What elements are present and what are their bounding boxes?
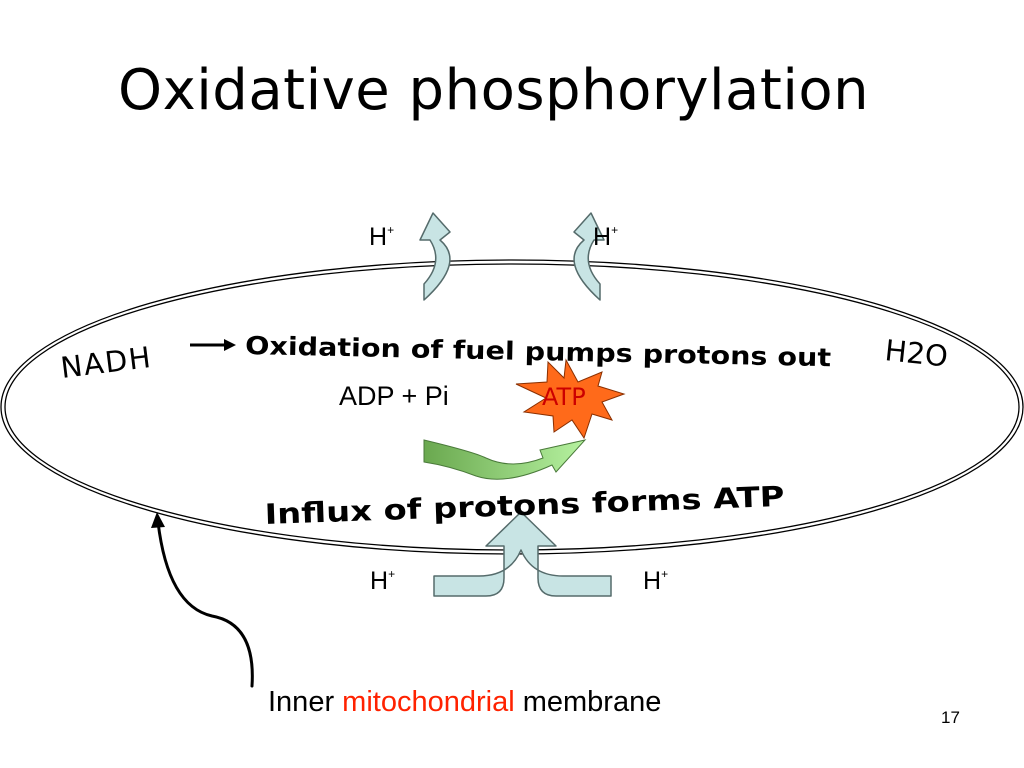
proton-label-top-left: H+ — [369, 223, 394, 251]
page-number: 17 — [941, 708, 960, 727]
adp-pi-label: ADP + Pi — [339, 381, 449, 411]
nadh-label: NADH — [59, 340, 154, 385]
oxidation-text: Oxidation of fuel pumps protons out — [245, 331, 832, 372]
membrane-caption: Inner mitochondrial membrane — [268, 686, 661, 719]
h2o-label: H2O — [883, 333, 949, 373]
proton-influx-arrow — [433, 511, 612, 597]
caption-text-inner: Inner — [268, 686, 343, 718]
proton-label-bottom-right: H+ — [643, 567, 668, 595]
proton-pump-arrow-right — [573, 212, 605, 301]
atp-label: ATP — [542, 383, 586, 411]
atp-starburst — [515, 358, 626, 440]
nadh-arrow — [190, 339, 236, 351]
slide-title: Oxidative phosphorylation — [118, 58, 870, 123]
atp-synthesis-arrow — [423, 439, 587, 480]
proton-label-bottom-left: H+ — [370, 567, 395, 595]
membrane-pointer-arrow — [151, 512, 254, 688]
caption-text-membrane: membrane — [514, 686, 662, 718]
proton-pump-arrow-left — [419, 212, 451, 301]
proton-label-top-right: H+ — [593, 223, 618, 251]
caption-text-mitochondrial: mitochondrial — [342, 686, 515, 718]
